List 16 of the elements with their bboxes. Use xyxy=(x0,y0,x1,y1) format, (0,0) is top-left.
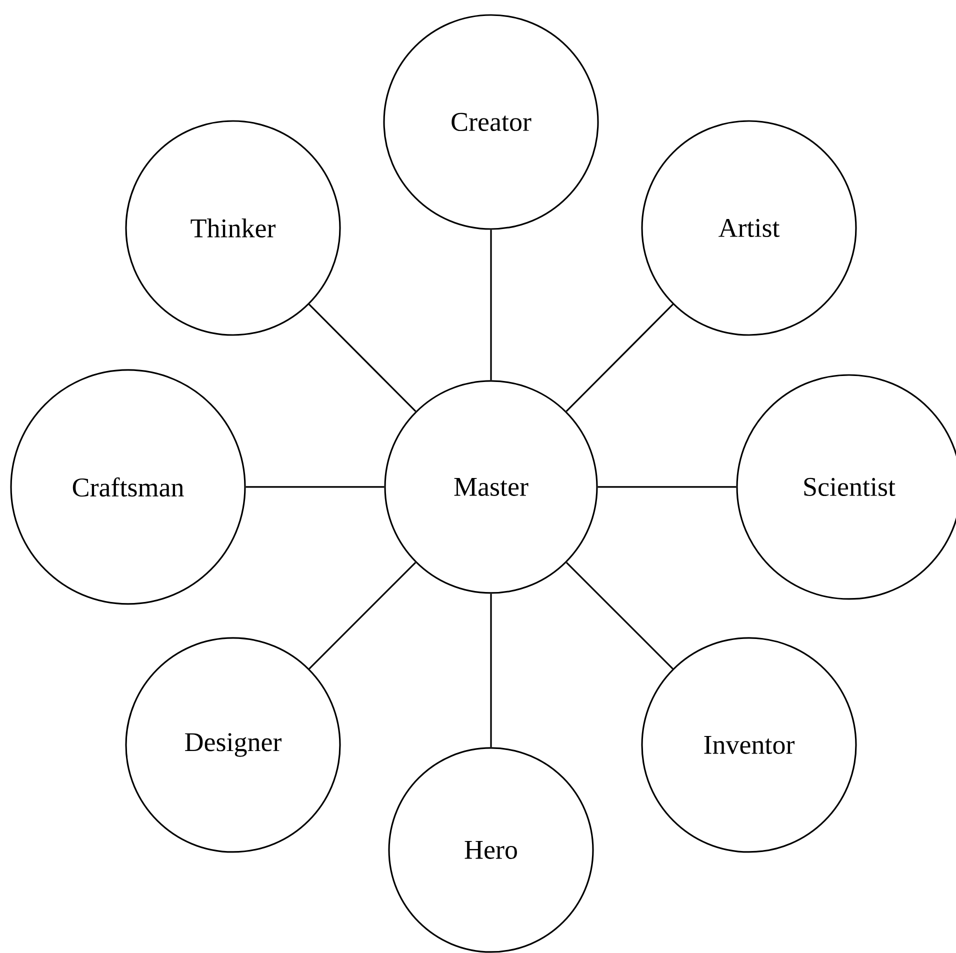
connector-line xyxy=(566,562,674,670)
circle-node: Master xyxy=(384,380,598,594)
circle-node: Artist xyxy=(641,120,857,336)
circle-node: Creator xyxy=(383,14,599,230)
circle-node: Craftsman xyxy=(10,369,246,605)
circle-node: Inventor xyxy=(641,637,857,853)
circle-node: Designer xyxy=(125,637,341,853)
connector-line xyxy=(566,304,674,412)
connector-line xyxy=(308,304,416,412)
circle-node: Hero xyxy=(388,747,594,953)
connector-line xyxy=(490,594,492,748)
connector-line xyxy=(598,486,736,488)
circle-node: Thinker xyxy=(125,120,341,336)
connector-line xyxy=(490,230,492,380)
connector-line xyxy=(246,486,384,488)
connector-line xyxy=(308,562,416,670)
